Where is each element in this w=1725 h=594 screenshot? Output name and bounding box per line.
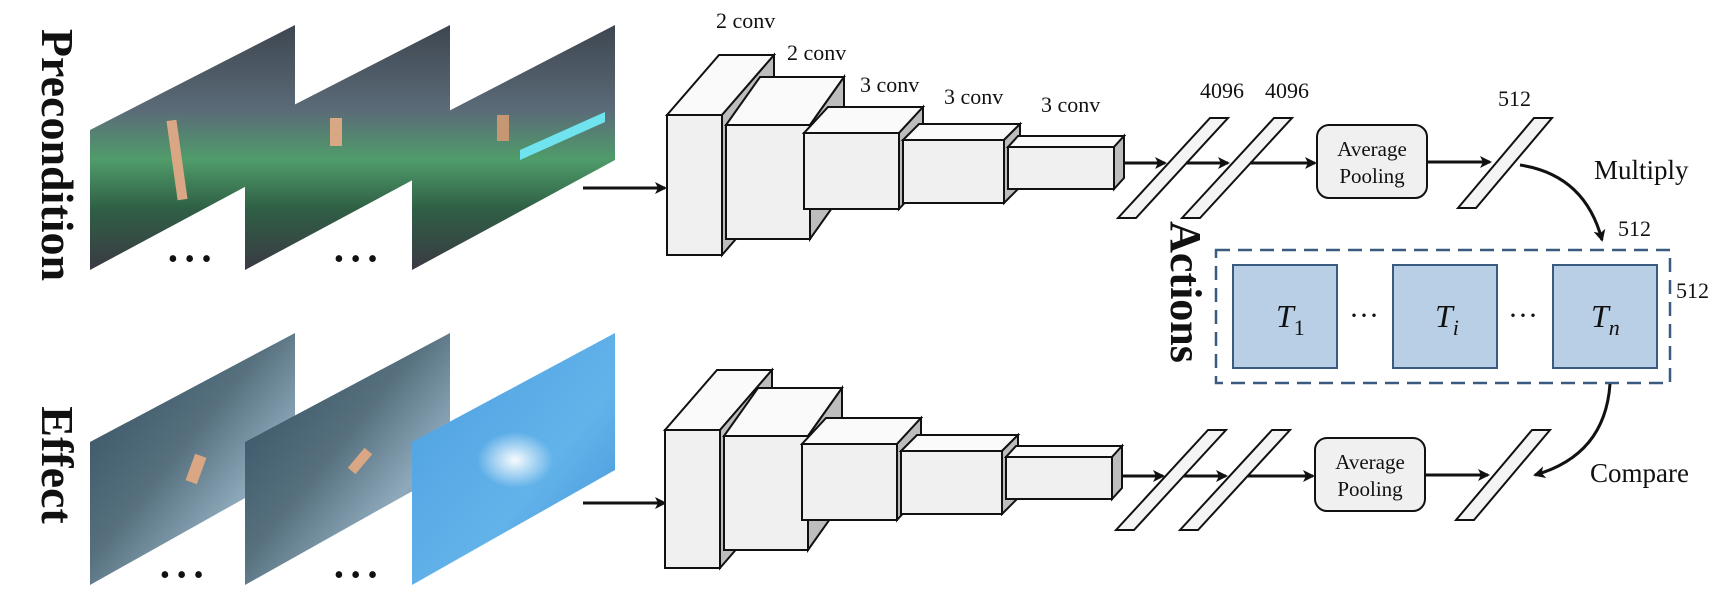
- fc-label-1: 4096: [1200, 78, 1244, 103]
- ellipsis: • • •: [160, 560, 203, 591]
- diver-figure: [347, 447, 373, 475]
- transform-tn: [1552, 264, 1658, 369]
- conv-stack-top: [664, 52, 1127, 258]
- fc-layer-top-2: [1179, 117, 1295, 219]
- ellipsis: • • •: [168, 244, 211, 275]
- diver-figure: [166, 119, 188, 201]
- pooling-label: Average: [1335, 450, 1405, 474]
- svg-text:Ti: Ti: [1435, 298, 1459, 340]
- multiply-arrow: [1519, 163, 1606, 242]
- conv-block: [1003, 443, 1125, 502]
- precondition-frame-1: [90, 25, 295, 270]
- pooling-label: Average: [1337, 137, 1407, 161]
- fc-layer-top-1: [1115, 117, 1231, 219]
- conv-block: [900, 121, 1023, 206]
- precondition-label: Precondition: [32, 29, 83, 281]
- conv-label-5: 3 conv: [1041, 92, 1100, 117]
- t1-label: T1: [1276, 298, 1305, 340]
- precondition-frame-3: [412, 25, 615, 270]
- pooling-label: Pooling: [1339, 164, 1405, 188]
- fc-layer-bottom-1: [1113, 429, 1229, 531]
- fc-layer-bottom-2: [1177, 429, 1293, 531]
- conv-label-3: 3 conv: [860, 72, 919, 97]
- multiply-label: Multiply: [1594, 155, 1689, 185]
- ellipsis: • • •: [334, 560, 377, 591]
- compare-label: Compare: [1590, 458, 1689, 488]
- conv-label-2: 2 conv: [787, 40, 846, 65]
- conv-label-1: 2 conv: [716, 8, 775, 33]
- actions-right-dim: 512: [1676, 278, 1709, 303]
- effect-label: Effect: [32, 406, 83, 524]
- feat-dim-top: 512: [1498, 86, 1531, 111]
- conv-label-4: 3 conv: [944, 84, 1003, 109]
- ti-label: Ti: [1435, 298, 1459, 340]
- feature-vector-bottom: [1453, 429, 1553, 521]
- diver-figure: [497, 115, 509, 141]
- diver-figure: [185, 453, 207, 485]
- transform-dots: ···: [1349, 299, 1379, 332]
- svg-text:Tn: Tn: [1591, 298, 1620, 340]
- compare-arrow: [1533, 383, 1612, 479]
- water-splash: [477, 432, 553, 488]
- pooling-label: Pooling: [1337, 477, 1403, 501]
- actions-top-dim: 512: [1618, 216, 1651, 241]
- ellipsis: • • •: [334, 244, 377, 275]
- precondition-frame-2: [245, 25, 450, 270]
- conv-block: [1005, 133, 1127, 192]
- effect-frame-2: [245, 333, 450, 585]
- pool-edge: [520, 112, 605, 160]
- transform-t1: [1232, 264, 1338, 369]
- diver-figure: [330, 118, 342, 146]
- effect-frames: • • • • • •: [90, 333, 615, 591]
- effect-frame-1: [90, 333, 295, 585]
- transform-dots: ···: [1508, 299, 1538, 332]
- svg-text:T1: T1: [1276, 298, 1305, 340]
- actions-label: Actions: [1161, 221, 1210, 363]
- conv-stack-bottom: [662, 367, 1125, 571]
- actions-container: [1214, 248, 1672, 385]
- transform-ti: [1392, 264, 1498, 369]
- tn-label: Tn: [1591, 298, 1620, 340]
- conv-block: [898, 432, 1021, 517]
- feature-vector-top: [1455, 117, 1555, 209]
- precondition-frames: • • • • • •: [90, 25, 615, 275]
- fc-label-2: 4096: [1265, 78, 1309, 103]
